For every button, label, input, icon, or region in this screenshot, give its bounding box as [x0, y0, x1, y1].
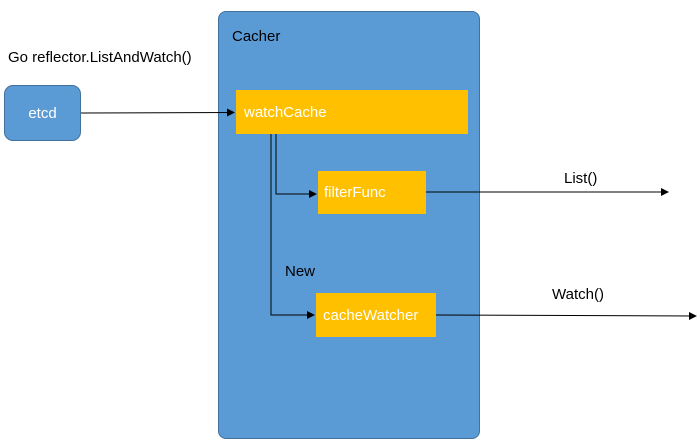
watchcache-to-cachewatcher-arrow — [270, 134, 315, 319]
filter-func-node: filterFunc — [318, 171, 426, 214]
cache-watcher-label: cacheWatcher — [323, 306, 419, 324]
go-reflector-label: Go reflector.ListAndWatch() — [8, 49, 192, 66]
filter-func-label: filterFunc — [324, 184, 386, 201]
new-label: New — [285, 263, 316, 280]
list-label: List() — [564, 170, 598, 187]
cacher-container: Cacher — [218, 11, 480, 439]
etcd-to-watchcache-arrow — [80, 108, 235, 117]
watchcache-to-filterfunc-arrow — [275, 134, 317, 198]
watch-label: Watch() — [552, 286, 604, 303]
etcd-label: etcd — [28, 104, 57, 122]
cache-watcher-node: cacheWatcher — [316, 293, 436, 337]
watch-cache-node: watchCache — [236, 90, 468, 134]
etcd-node: etcd — [4, 85, 81, 141]
cacher-label: Cacher — [232, 28, 281, 45]
watch-cache-label: watchCache — [244, 103, 327, 121]
cachewatcher-to-watch-arrow — [435, 311, 697, 320]
